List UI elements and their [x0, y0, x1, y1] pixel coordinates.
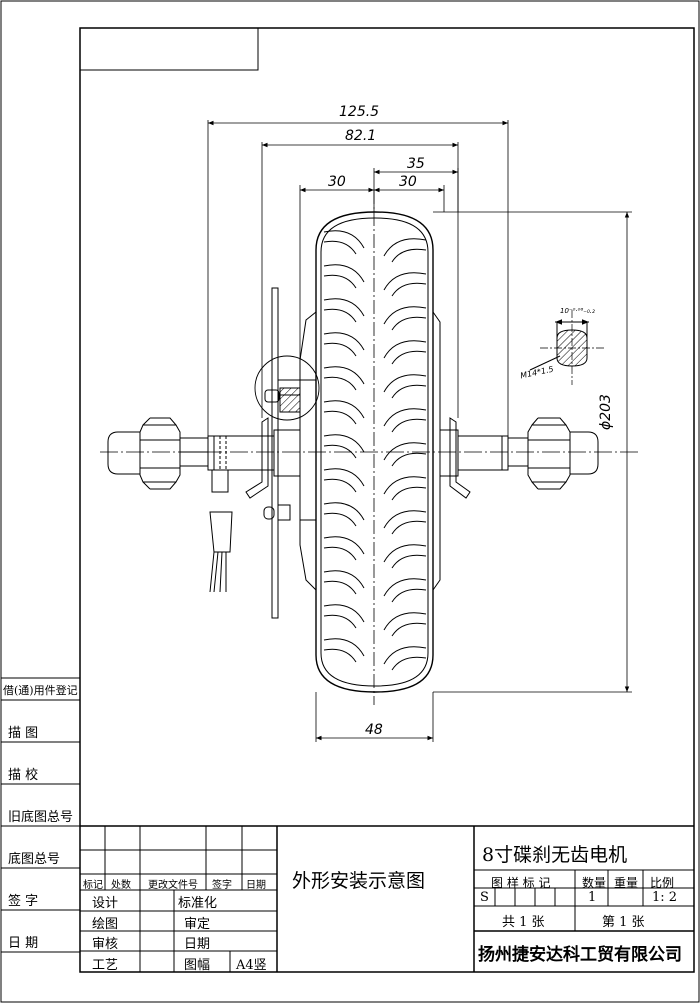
tread-lug-left: [323, 468, 365, 493]
tread-lug-right: [383, 374, 427, 399]
dimension-lines: [207, 120, 632, 742]
dim-diameter: ϕ203: [598, 394, 614, 430]
tread-lug-left: [323, 570, 365, 595]
company-name: 扬州捷安达科工贸有限公司: [478, 945, 682, 965]
tread-lug-right: [383, 340, 427, 365]
tread-lug-right: [383, 510, 427, 535]
sheet-size-value: A4竖: [236, 958, 267, 973]
dim-tire-span: 82.1: [345, 128, 377, 144]
drawing-name: 外形安装示意图: [292, 870, 426, 892]
tread-pattern: [323, 230, 427, 671]
role-standardization: 标准化: [178, 896, 218, 911]
weight-header: 重量: [614, 876, 639, 890]
role-date: 日期: [184, 937, 211, 952]
tread-lug-right: [383, 612, 427, 637]
tire-outline: [315, 190, 434, 705]
scale-header: 比例: [650, 876, 675, 890]
product-name: 8寸碟刹无齿电机: [482, 844, 628, 866]
dim-overall-width: 125.5: [339, 104, 380, 120]
side-panel-grid: [1, 677, 80, 953]
tread-lug-right: [383, 408, 427, 433]
dim-tread-width: 48: [365, 722, 383, 738]
tread-lug-right: [383, 544, 427, 569]
rev-header-sign: 签字: [212, 880, 232, 891]
role-approval: 审定: [184, 917, 211, 932]
side-panel-item: 签 字: [8, 894, 39, 909]
side-panel-item: 日 期: [8, 936, 39, 951]
tread-lug-left: [323, 434, 365, 459]
dim-left-half: 30: [328, 174, 346, 190]
shaft-section-detail: [529, 310, 605, 385]
tread-lug-left: [323, 332, 365, 357]
stage-mark: S: [480, 890, 489, 905]
tread-lug-left: [323, 230, 365, 255]
side-panel-item: 描 校: [8, 768, 39, 783]
tread-lug-left: [323, 638, 365, 663]
dim-right-offset: 35: [407, 156, 425, 172]
sheet-size-label: 图幅: [184, 958, 211, 973]
tread-lug-right: [383, 476, 427, 501]
side-panel-item: 底图总号: [8, 852, 61, 867]
sheet-number: 第 1 张: [602, 915, 645, 930]
rev-header-date: 日期: [246, 880, 266, 891]
role-review: 审核: [92, 937, 119, 952]
torque-washers: [245, 417, 471, 499]
axle-nut-right: [507, 417, 599, 490]
tread-lug-right: [383, 306, 427, 331]
tread-lug-right: [383, 442, 427, 467]
tread-lug-left: [323, 298, 365, 323]
tread-lug-right: [383, 272, 427, 297]
tread-lug-left: [323, 400, 365, 425]
role-drafting: 绘图: [92, 917, 119, 932]
quantity-value: 1: [588, 890, 597, 905]
tread-lug-right: [383, 238, 427, 263]
tread-lug-left: [323, 366, 365, 391]
role-design: 设计: [92, 896, 119, 911]
tread-lug-left: [323, 264, 365, 289]
dim-flat-tolerance: 10⁻⁰·⁰⁶₋₀.₂: [560, 307, 595, 315]
tread-lug-left: [323, 604, 365, 629]
tread-lug-left: [323, 502, 365, 527]
rev-header-doc: 更改文件号: [148, 880, 198, 891]
dim-right-half: 30: [399, 174, 417, 190]
role-process: 工艺: [92, 958, 119, 973]
title-block-grid: [80, 825, 694, 972]
rev-header-mark: 标记: [83, 880, 103, 891]
brake-disc: [254, 287, 320, 619]
tread-lug-left: [323, 536, 365, 561]
stage-header: 图 样 标 记: [491, 876, 551, 890]
total-sheets: 共 1 张: [502, 915, 545, 930]
rev-header-count: 处数: [111, 880, 131, 891]
motor-cable: [209, 470, 233, 593]
tread-lug-right: [383, 646, 427, 671]
tread-lug-right: [383, 578, 427, 603]
quantity-header: 数量: [582, 876, 607, 890]
side-panel-item: 借(通)用件登记: [3, 684, 78, 697]
axle-nut-left: [107, 417, 209, 490]
axle: [100, 429, 640, 477]
scale-value: 1: 2: [652, 890, 678, 905]
side-panel-item: 旧底图总号: [8, 810, 74, 825]
side-panel-item: 描 图: [8, 726, 39, 741]
